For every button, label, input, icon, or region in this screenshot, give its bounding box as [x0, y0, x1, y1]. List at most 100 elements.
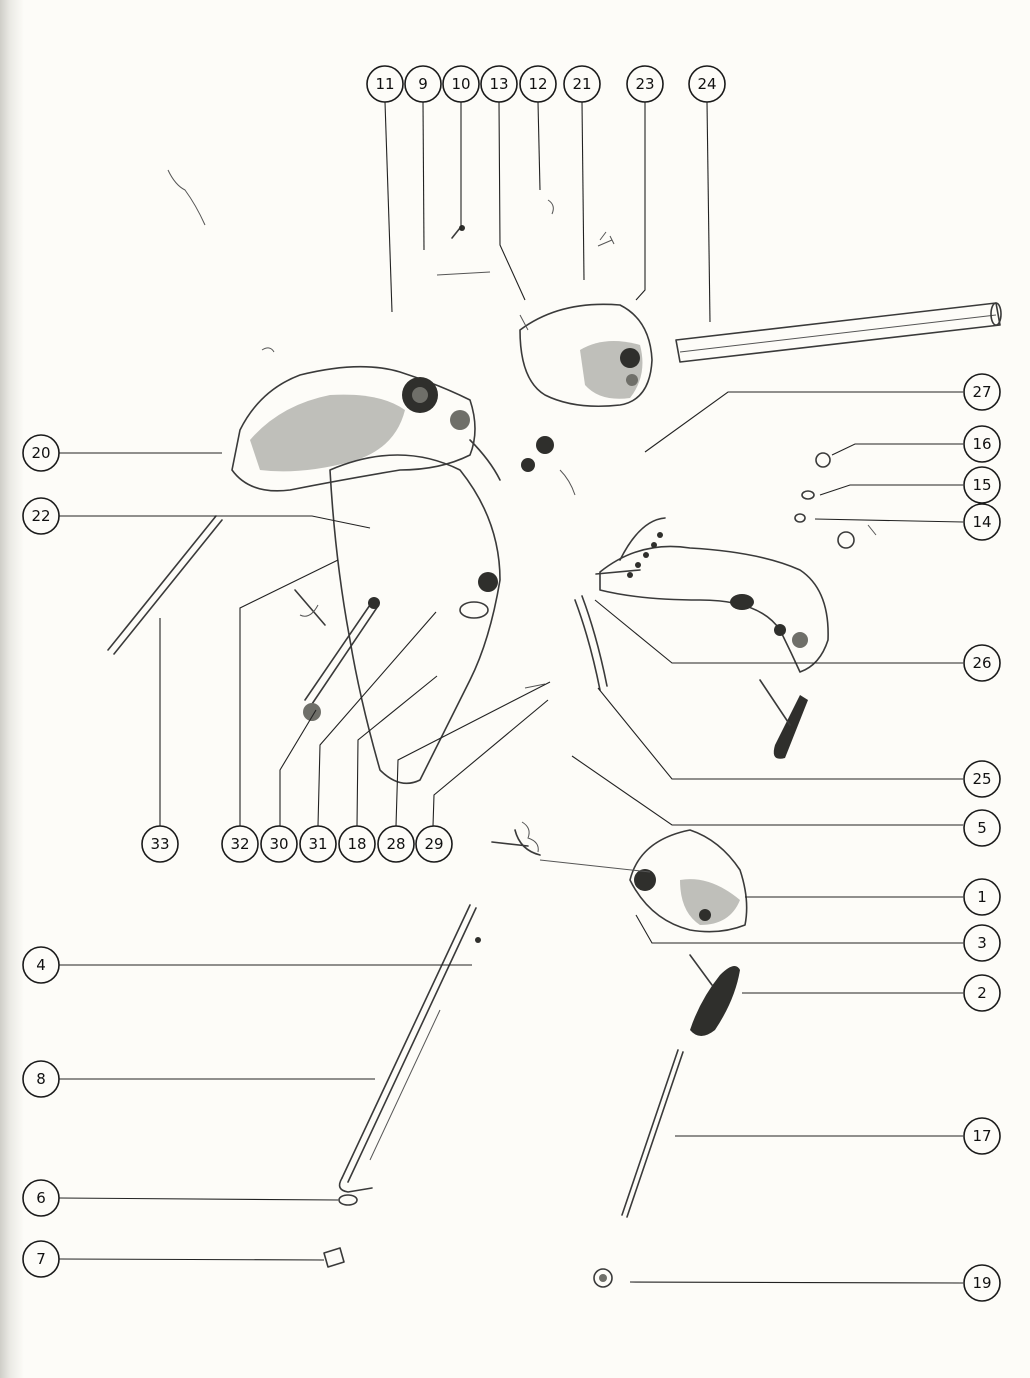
- callout-15: 15: [963, 466, 1001, 504]
- part-9-bar: [436, 271, 491, 276]
- callout-7: 7: [22, 1240, 60, 1278]
- leader-27: [644, 391, 963, 453]
- callout-17: 17: [963, 1117, 1001, 1155]
- svg-text:32: 32: [230, 835, 249, 853]
- svg-text:20: 20: [31, 444, 50, 462]
- leader-25: [597, 687, 963, 780]
- leader-26: [594, 599, 963, 664]
- leader-12: [537, 101, 541, 191]
- svg-text:28: 28: [386, 835, 405, 853]
- part-1-bracket: [539, 829, 748, 933]
- svg-text:7: 7: [36, 1250, 46, 1268]
- callout-27: 27: [963, 373, 1001, 411]
- svg-text:10: 10: [451, 75, 470, 93]
- sketch-mark: [524, 683, 546, 689]
- sketch-mark: [167, 169, 206, 226]
- callout-12: 12: [519, 65, 557, 103]
- leader-22: [59, 515, 371, 529]
- callout-19: 19: [963, 1264, 1001, 1302]
- part-15-washer: [801, 490, 815, 500]
- part-16-nut: [815, 452, 831, 468]
- svg-text:1: 1: [977, 888, 987, 906]
- part-26-tilt-arm: [595, 517, 829, 673]
- svg-text:14: 14: [972, 513, 991, 531]
- part-6-ring: [338, 1194, 358, 1206]
- svg-text:19: 19: [972, 1274, 991, 1292]
- part-2-lever: [689, 954, 740, 1036]
- leader-23: [635, 102, 646, 301]
- leader-30: [279, 709, 317, 826]
- svg-text:2: 2: [977, 984, 987, 1002]
- callout-29: 29: [415, 825, 453, 863]
- leader-21: [581, 101, 585, 281]
- callout-16: 16: [963, 425, 1001, 463]
- svg-text:27: 27: [972, 383, 991, 401]
- callout-10: 10: [442, 65, 480, 103]
- svg-text:5: 5: [977, 819, 987, 837]
- callout-22: 22: [22, 497, 60, 535]
- leader-6: [58, 1197, 339, 1201]
- callout-11: 11: [366, 65, 404, 103]
- svg-text:17: 17: [972, 1127, 991, 1145]
- part-8-l-rod: [338, 904, 481, 1193]
- callout-20: 20: [22, 434, 60, 472]
- callout-32: 32: [221, 825, 259, 863]
- svg-text:9: 9: [418, 75, 428, 93]
- svg-text:11: 11: [375, 75, 394, 93]
- svg-text:13: 13: [489, 75, 508, 93]
- callout-14: 14: [963, 503, 1001, 541]
- leader-24: [706, 101, 711, 323]
- leader-14: [814, 518, 964, 523]
- leader-31: [317, 611, 437, 827]
- svg-text:22: 22: [31, 507, 50, 525]
- sketch-mark: [559, 469, 576, 496]
- callout-1: 1: [963, 878, 1001, 916]
- parts-illustration: [107, 169, 1002, 1288]
- svg-text:26: 26: [972, 654, 991, 672]
- part-30-bolt: [303, 597, 380, 721]
- part-17-rod: [621, 1049, 684, 1218]
- callout-31: 31: [299, 825, 337, 863]
- part-32-pin: [294, 589, 326, 626]
- part-25-arm: [574, 595, 608, 691]
- svg-text:29: 29: [424, 835, 443, 853]
- svg-text:15: 15: [972, 476, 991, 494]
- leader-5: [571, 755, 963, 826]
- svg-text:12: 12: [528, 75, 547, 93]
- leader-lines: [58, 101, 964, 1284]
- svg-text:3: 3: [977, 934, 987, 952]
- svg-text:23: 23: [635, 75, 654, 93]
- svg-text:31: 31: [308, 835, 327, 853]
- leader-18: [356, 675, 438, 827]
- leader-15: [819, 484, 963, 496]
- svg-text:21: 21: [572, 75, 591, 93]
- svg-text:6: 6: [36, 1189, 46, 1207]
- svg-text:8: 8: [36, 1070, 46, 1088]
- callout-13: 13: [480, 65, 518, 103]
- svg-text:24: 24: [697, 75, 716, 93]
- leader-29: [432, 699, 549, 827]
- leader-3: [635, 914, 963, 944]
- callout-26: 26: [963, 644, 1001, 682]
- svg-text:30: 30: [269, 835, 288, 853]
- leader-16: [831, 443, 963, 456]
- callout-28: 28: [377, 825, 415, 863]
- callout-25: 25: [963, 760, 1001, 798]
- callout-4: 4: [22, 946, 60, 984]
- callout-3: 3: [963, 924, 1001, 962]
- callouts: 11 9 10 13 12 21 23 24 27 16 15 14 20 22…: [22, 65, 1001, 1302]
- leader-11: [384, 101, 393, 313]
- callout-23: 23: [626, 65, 664, 103]
- svg-text:16: 16: [972, 435, 991, 453]
- part-21-swivel-head: [519, 199, 653, 472]
- part-lever-upper: [759, 679, 808, 759]
- part-14-washer: [794, 513, 877, 549]
- callout-30: 30: [260, 825, 298, 863]
- part-18-swivel-lower: [329, 454, 501, 785]
- leader-7: [58, 1258, 325, 1261]
- callout-6: 6: [22, 1179, 60, 1217]
- svg-text:4: 4: [36, 956, 46, 974]
- leader-9: [422, 101, 425, 251]
